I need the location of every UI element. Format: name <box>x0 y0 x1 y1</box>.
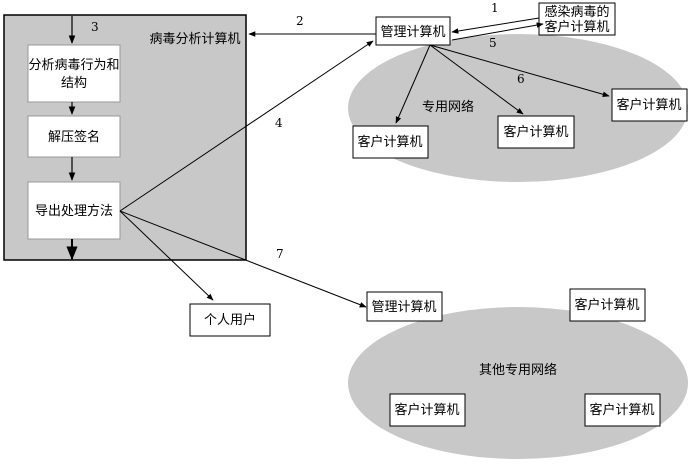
private-client-3-box <box>611 88 688 122</box>
step-analyze-label-1: 分析病毒行为和 <box>28 58 119 73</box>
arrow-label-4: 4 <box>275 116 283 130</box>
other-client-1-label: 客户计算机 <box>574 297 639 313</box>
infected-client-label-2: 客户计算机 <box>544 19 609 35</box>
other-client-2-box <box>389 393 466 427</box>
personal-user-box <box>189 303 271 337</box>
other-client-2-label: 客户计算机 <box>394 402 459 418</box>
arrow-7 <box>119 210 367 308</box>
other-client-3-label: 客户计算机 <box>589 402 654 418</box>
other-network-label: 其他专用网络 <box>479 362 557 378</box>
other-client-3-box <box>584 393 661 427</box>
private-client-3-label: 客户计算机 <box>616 97 681 113</box>
private-client-2-box <box>497 115 575 149</box>
private-manager-box <box>375 16 451 46</box>
arrow-label-2: 2 <box>296 14 304 28</box>
arrow-label-5: 5 <box>489 36 497 50</box>
arrow-label-3: 3 <box>91 20 99 34</box>
other-manager-box <box>366 291 443 322</box>
arrow-label-6: 6 <box>517 72 525 86</box>
arrow-private-client-1 <box>395 44 431 124</box>
arrow-personal-user <box>119 210 214 301</box>
arrow-private-client-3 <box>429 44 610 97</box>
arrow-label-1: 1 <box>491 1 499 15</box>
private-client-2-label: 客户计算机 <box>503 124 568 140</box>
arrow-4 <box>119 40 374 212</box>
step-derive-label: 导出处理方法 <box>35 203 113 219</box>
arrow-6 <box>429 44 524 115</box>
private-client-1-box <box>352 125 429 159</box>
arrow-5 <box>451 22 544 41</box>
other-manager-label: 管理计算机 <box>371 300 436 315</box>
private-manager-label: 管理计算机 <box>380 25 445 40</box>
step-analyze-label-2: 结构 <box>61 76 87 91</box>
arrow-1 <box>451 17 540 34</box>
other-network-ellipse <box>348 307 688 459</box>
step-extract-label: 解压签名 <box>48 129 100 145</box>
step-extract-box <box>27 115 121 158</box>
infected-client-box <box>538 2 616 36</box>
step-analyze-box <box>27 44 121 103</box>
private-network-label: 专用网络 <box>422 99 474 115</box>
private-client-1-label: 客户计算机 <box>357 134 422 150</box>
arrow-label-7: 7 <box>276 247 284 261</box>
analysis-computer-title: 病毒分析计算机 <box>149 32 240 47</box>
other-client-1-box <box>569 288 646 322</box>
infected-client-label-1: 感染病毒的 <box>544 4 609 20</box>
personal-user-label: 个人用户 <box>204 312 256 328</box>
